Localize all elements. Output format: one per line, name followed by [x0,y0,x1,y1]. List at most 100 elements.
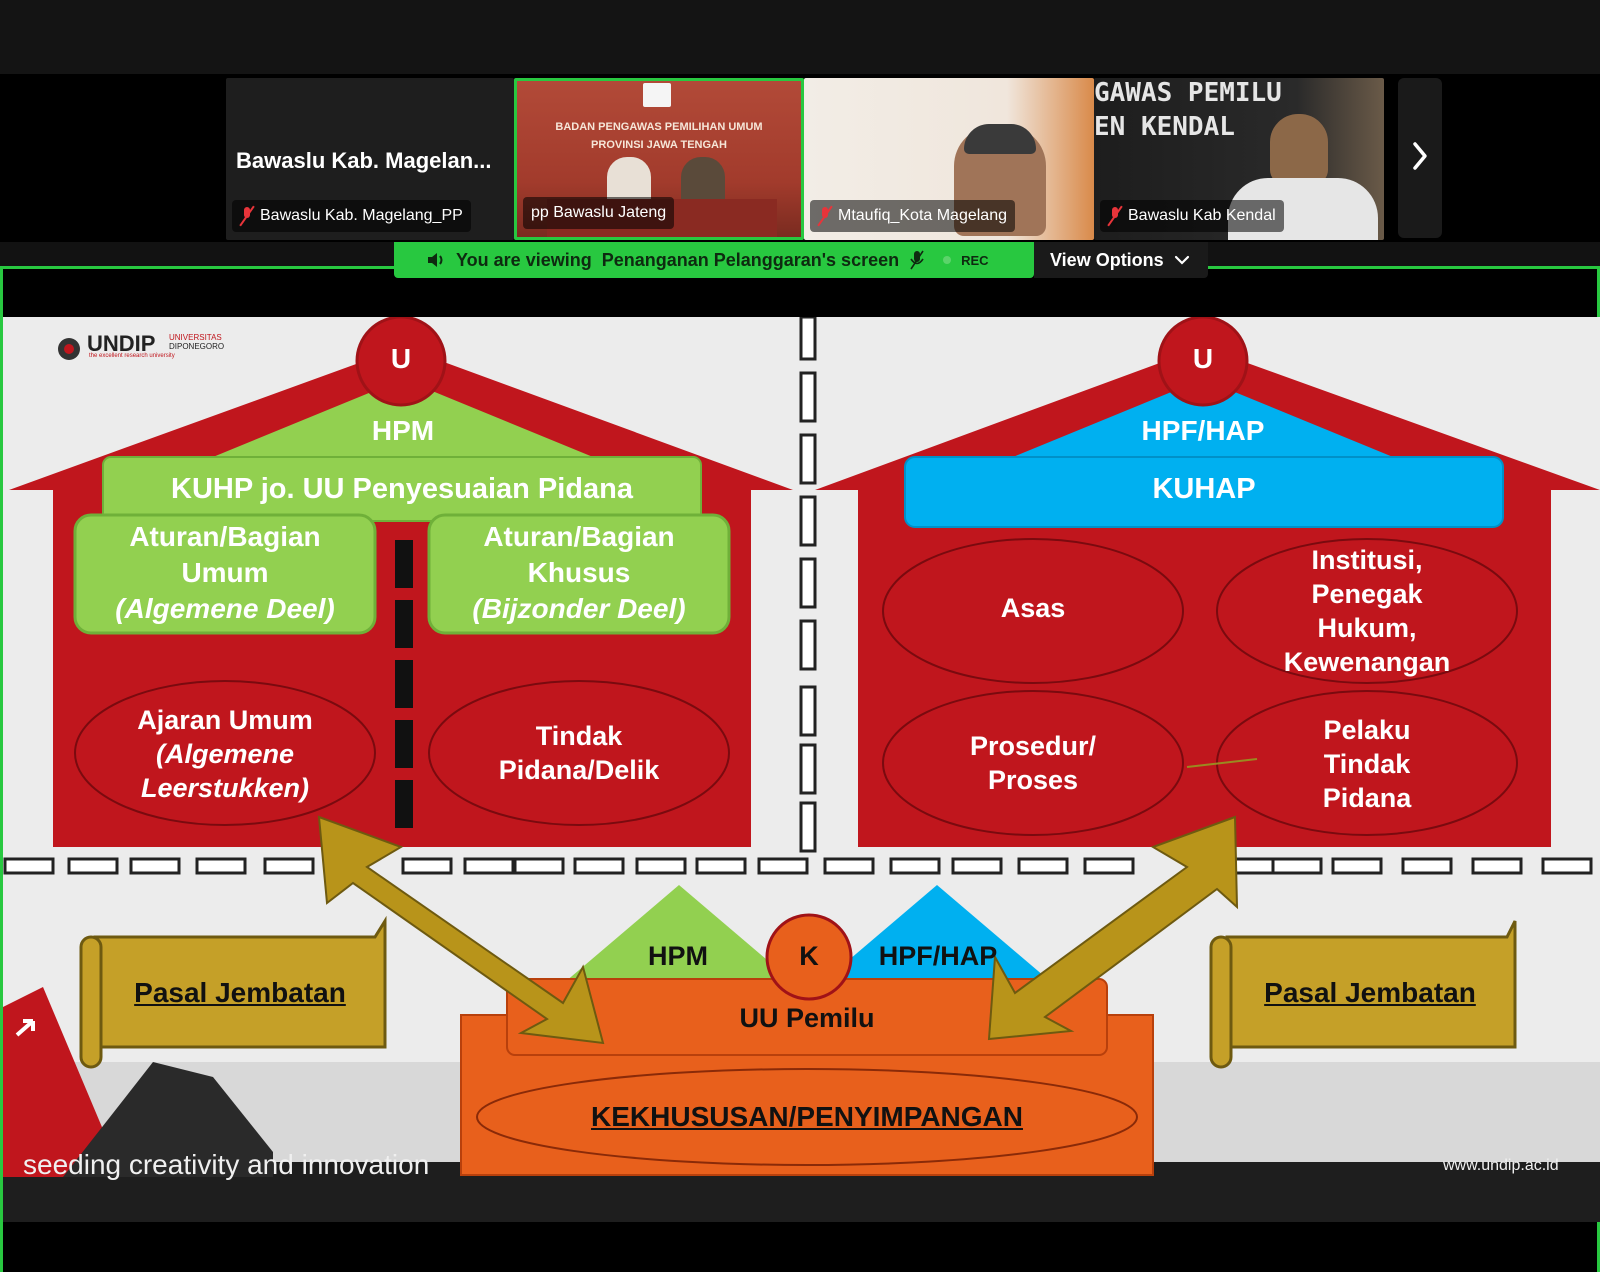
left-oval-tindak-text: Tindak Pidana/Delik [429,719,729,787]
left-double-arrow [317,815,605,1045]
view-options-button[interactable]: View Options [1034,242,1208,278]
next-page-button[interactable] [1398,78,1442,238]
right-double-arrow [987,815,1239,1041]
rec-dot [943,256,952,264]
bottom-k-label: K [799,941,819,971]
k-circle [765,913,853,1001]
left-beam [102,456,702,522]
left-house [9,317,793,847]
text-line: Aturan/Bagian [483,521,675,552]
text-line: (Algemene [155,739,295,769]
text-line: (Algemene Deel) [115,593,335,624]
uu-pemilu-label: UU Pemilu [739,1003,875,1033]
screen-share-status-bar: You are viewing Penanganan Pelanggaran's… [394,242,1034,278]
undip-logo-name: UNDIP [87,331,156,356]
scroll-left-roll [79,935,103,1069]
top-bar [0,0,1600,74]
undip-logo-sub1: UNIVERSITAS [169,333,222,342]
footer-motto: seeding creativity and innovation [23,1149,430,1180]
undip-logo-tagline: the excellent research university [89,353,175,359]
video-backdrop-text-1: BADAN PENGAWAS PEMILIHAN UMUM [555,121,763,133]
undip-logo [58,338,80,360]
corner-deco-red [3,987,123,1177]
participant-tile-bawaslu-jateng[interactable]: BADAN PENGAWAS PEMILIHAN UMUM PROVINSI J… [514,78,804,240]
vertical-dashed-divider [799,317,817,853]
text-line: Khusus [527,557,631,588]
mic-icon [910,250,924,270]
right-gable [1013,379,1393,457]
participant-tile-kendal[interactable]: GAWAS PEMILU EN KENDAL Bawaslu Kab Kenda… [1094,78,1384,240]
left-box-general-text: Aturan/Bagian Umum (Algemene Deel) [75,519,375,627]
arrows [317,815,1239,1045]
participant-name-tag: Bawaslu Kab Kendal [1100,200,1284,232]
participant-name: pp Bawaslu Jateng [531,204,667,221]
right-oval-prosedur-text: Prosedur/ Proses [883,729,1183,797]
participant-name-tag: pp Bawaslu Jateng [523,197,675,229]
share-prefix: You are viewing [456,249,592,270]
right-house [815,317,1600,847]
left-oval-ajaran [74,680,376,826]
text-line: Pidana [1322,783,1412,813]
video-backdrop-logo [643,83,671,107]
participant-tile-mtaufiq[interactable]: Mtaufiq_Kota Magelang [804,78,1094,240]
participant-name: Bawaslu Kab. Magelang_PP [260,207,463,224]
text-line: Ajaran Umum [137,705,313,735]
left-roof-letter: U [390,343,412,374]
text-line: Proses [987,765,1079,795]
slide-diagram [3,317,1600,1222]
right-oval-pelaku-text: Pelaku Tindak Pidana [1217,713,1517,815]
right-roof-circle [1157,317,1249,407]
arrow-up-right-icon [15,1019,35,1037]
view-options-label: View Options [1050,249,1164,270]
text-line: (Bijzonder Deel) [472,593,686,624]
left-divider [395,540,413,828]
chevron-down-icon [1174,255,1189,265]
text-line: Prosedur/ [969,731,1097,761]
left-gable [213,379,593,457]
horizontal-dashed-divider [3,857,1593,875]
left-box-general [73,513,377,635]
bottom-hpm-label: HPM [648,941,708,971]
right-oval-asas-text: Asas [1000,593,1066,623]
left-oval-ajaran-text: Ajaran Umum (Algemene Leerstukken) [75,703,375,805]
text-line: Tindak [1323,749,1411,779]
video-person-hair [964,124,1036,154]
bottom-house [460,885,1154,1176]
right-roof-letter: U [1192,343,1214,374]
rec-label: REC [961,252,989,268]
speaker-icon [428,253,443,267]
video-backdrop-text: GAWAS PEMILU EN KENDAL [1094,78,1282,142]
right-beam [904,456,1504,528]
left-gable-label: HPM [371,415,435,446]
mic-muted-icon [818,206,832,226]
scroll-left-label: Pasal Jembatan [134,977,346,1008]
text-line: Leerstukken) [140,773,310,803]
chevron-right-icon [1413,142,1427,170]
left-box-special [427,513,731,635]
scrolls [79,915,1517,1069]
corner-deco-dark [63,1062,273,1177]
participant-name: Mtaufiq_Kota Magelang [838,207,1007,224]
video-person-head [1270,114,1328,184]
bottom-hpf-label: HPF/HAP [878,941,998,971]
participant-tile-magelang-pp[interactable]: Bawaslu Kab. Magelan... Bawaslu Kab. Mag… [226,78,514,240]
left-box-special-text: Aturan/Bagian Khusus (Bijzonder Deel) [429,519,729,627]
right-oval-institusi-text: Institusi, Penegak Hukum, Kewenangan [1217,543,1517,679]
left-beam-label: KUHP jo. UU Penyesuaian Pidana [171,473,633,505]
mic-muted-icon [240,206,254,226]
right-beam-label: KUHAP [1152,473,1256,505]
right-oval-prosedur [882,690,1184,836]
special-label: KEKHUSUSAN/PENYIMPANGAN [591,1101,1023,1132]
text-line: Pidana/Delik [498,755,660,785]
bottom-gable-hpm [565,885,793,982]
special-oval [476,1068,1138,1166]
annotation-stroke [1186,758,1258,768]
right-oval-asas [882,538,1184,684]
share-owner: Penanganan Pelanggaran's screen [601,249,900,270]
text-line: Tindak [535,721,623,751]
scroll-right-roll [1209,935,1233,1069]
text-line: Aturan/Bagian [129,521,321,552]
text-line: Umum [181,557,269,588]
text-line: Pelaku [1323,715,1411,745]
